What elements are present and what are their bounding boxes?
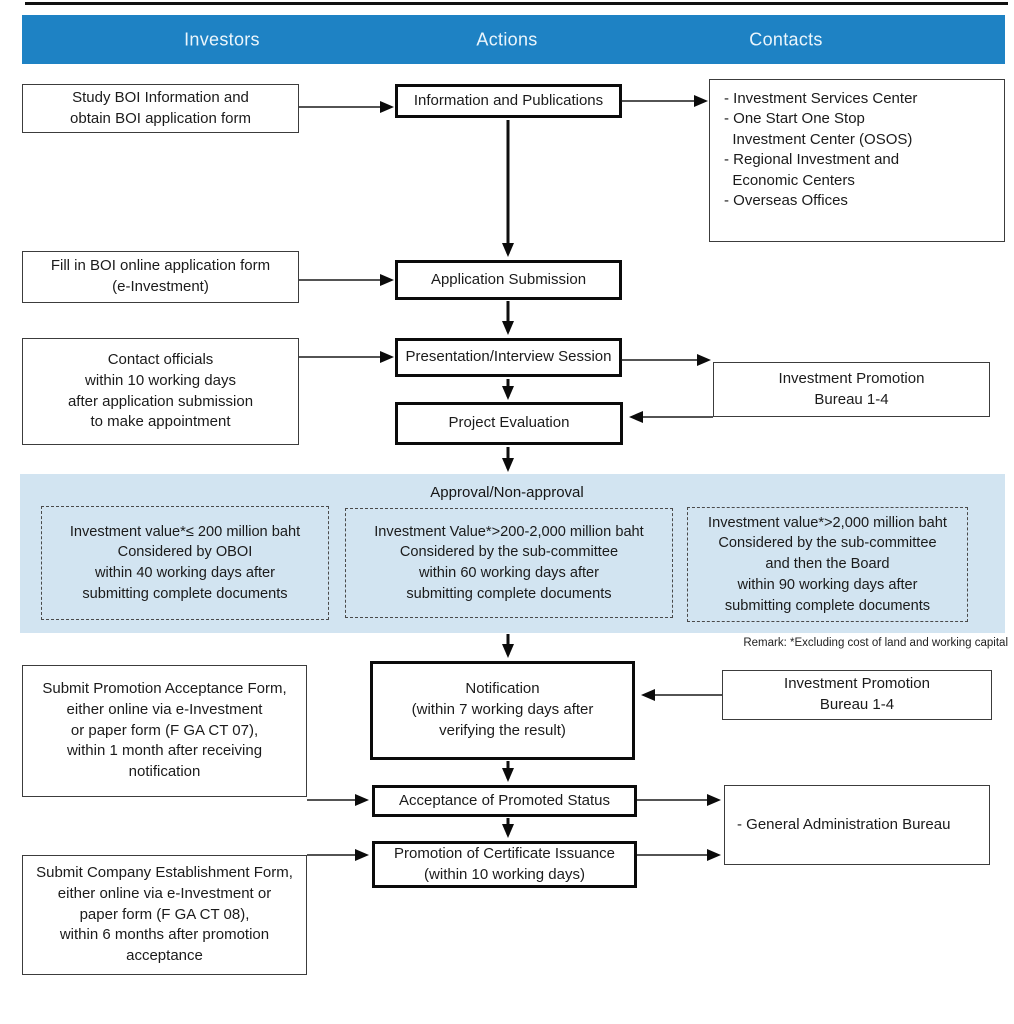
investor-submit-company-box: Submit Company Establishment Form, eithe… <box>22 855 307 975</box>
investor-fill-form-text: Fill in BOI online application form (e-I… <box>50 257 271 295</box>
contact-general-admin-text: - General Administration Bureau <box>737 815 951 833</box>
investor-fill-form-box: Fill in BOI online application form (e-I… <box>22 251 299 303</box>
approval-tier-2-text: Investment Value*>200-2,000 million baht… <box>374 523 644 602</box>
column-header-contacts: Contacts <box>749 29 823 49</box>
approval-tier-1-text: Investment value*≤ 200 million baht Cons… <box>69 523 301 602</box>
action-acceptance-box: Acceptance of Promoted Status <box>372 785 637 817</box>
approval-band-title: Approval/Non-approval <box>430 484 584 501</box>
contact-info-centers-box: - Investment Services Center - One Start … <box>709 79 1005 242</box>
action-evaluation-text: Project Evaluation <box>448 414 570 432</box>
investor-contact-officials-text: Contact officials within 10 working days… <box>67 351 254 431</box>
investor-submit-acceptance-text: Submit Promotion Acceptance Form, either… <box>42 680 287 781</box>
action-acceptance-text: Acceptance of Promoted Status <box>399 791 610 809</box>
approval-band <box>20 474 1005 633</box>
contact-bureau-top-text: Investment Promotion Bureau 1-4 <box>778 369 925 408</box>
approval-tier-3: Investment value*>2,000 million baht Con… <box>687 507 968 622</box>
contact-item-investment-services: - Investment Services Center <box>724 90 918 107</box>
column-header-bar: Investors Actions Contacts <box>22 15 1005 64</box>
investor-contact-officials-box: Contact officials within 10 working days… <box>22 338 299 445</box>
contact-bureau-top-box: Investment Promotion Bureau 1-4 <box>713 362 990 417</box>
action-information-box: Information and Publications <box>395 84 622 118</box>
contact-bureau-bottom-text: Investment Promotion Bureau 1-4 <box>784 675 930 713</box>
contact-item-osos: - One Start One Stop Investment Center (… <box>724 110 913 148</box>
contact-item-overseas-offices: - Overseas Offices <box>724 191 848 209</box>
action-notification-text: Notification (within 7 working days afte… <box>411 680 594 739</box>
action-submission-box: Application Submission <box>395 260 622 300</box>
column-header-investors: Investors <box>184 29 260 49</box>
investor-submit-acceptance-box: Submit Promotion Acceptance Form, either… <box>22 665 307 797</box>
investor-submit-company-text: Submit Company Establishment Form, eithe… <box>36 864 293 965</box>
contact-general-admin-box: - General Administration Bureau <box>724 785 990 865</box>
approval-remark: Remark: *Excluding cost of land and work… <box>743 637 1008 649</box>
action-information-text: Information and Publications <box>413 91 604 109</box>
action-certificate-text: Promotion of Certificate Issuance (withi… <box>394 844 615 883</box>
top-divider <box>25 2 1008 5</box>
approval-tier-2: Investment Value*>200-2,000 million baht… <box>345 508 673 618</box>
action-certificate-box: Promotion of Certificate Issuance (withi… <box>372 841 637 888</box>
approval-tier-3-text: Investment value*>2,000 million baht Con… <box>708 514 947 614</box>
action-presentation-text: Presentation/Interview Session <box>405 348 612 366</box>
action-notification-box: Notification (within 7 working days afte… <box>370 661 635 760</box>
contact-item-regional-centers: - Regional Investment and Economic Cente… <box>724 151 900 189</box>
action-submission-text: Application Submission <box>430 270 587 288</box>
column-header-actions: Actions <box>476 29 538 49</box>
contact-info-centers-list: - Investment Services Center - One Start … <box>724 89 917 211</box>
contact-bureau-bottom-box: Investment Promotion Bureau 1-4 <box>722 670 992 720</box>
action-evaluation-box: Project Evaluation <box>395 402 623 445</box>
action-presentation-box: Presentation/Interview Session <box>395 338 622 377</box>
investor-study-box: Study BOI Information and obtain BOI app… <box>22 84 299 133</box>
investor-study-text: Study BOI Information and obtain BOI app… <box>70 88 251 127</box>
approval-tier-1: Investment value*≤ 200 million baht Cons… <box>41 506 329 620</box>
